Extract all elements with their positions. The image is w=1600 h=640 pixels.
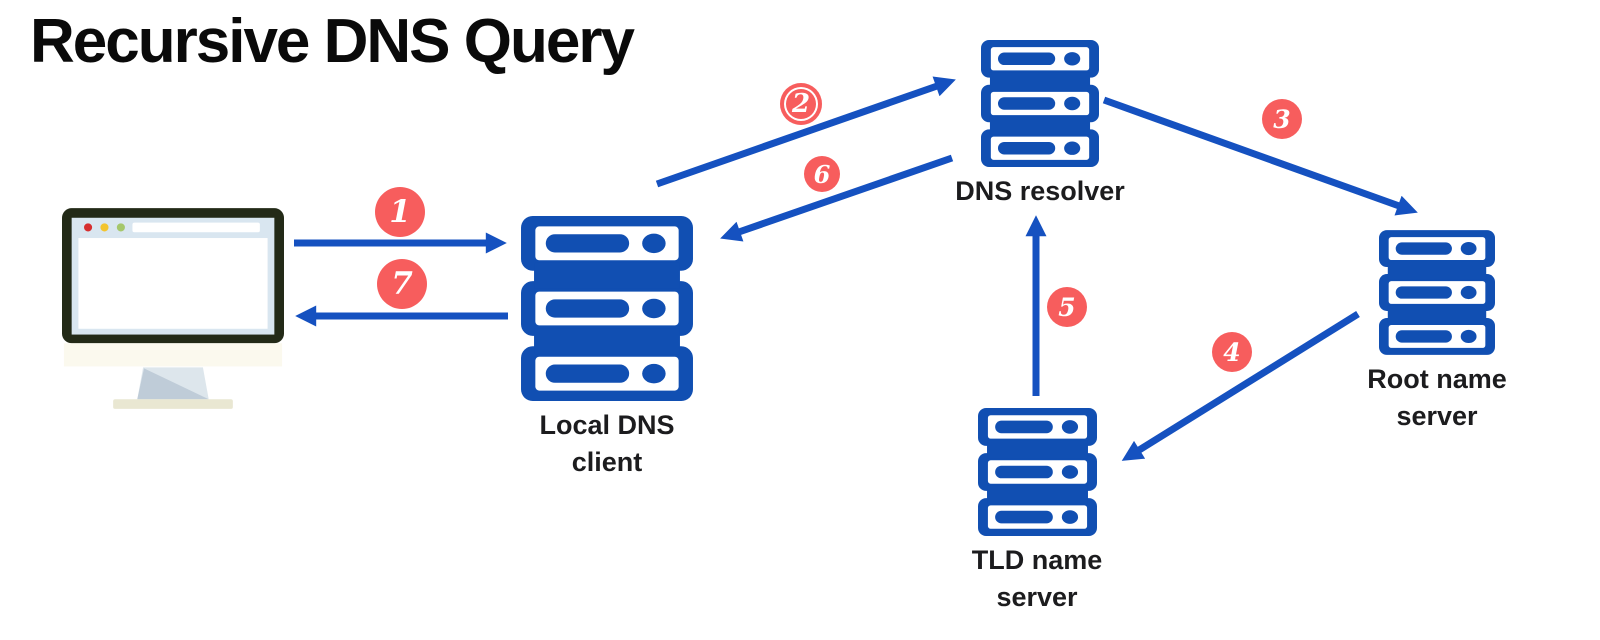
- server-stack-icon: [1379, 230, 1495, 355]
- server-stack-icon: [977, 408, 1097, 536]
- node-tld-name-server: TLD name server: [926, 408, 1148, 616]
- node-dns-resolver: DNS resolver: [928, 40, 1152, 210]
- step-badge-7: 7: [377, 259, 427, 309]
- arrow-step-6: [720, 154, 954, 242]
- arrow-step-4: [1121, 311, 1360, 461]
- computer-monitor-icon: [62, 208, 284, 409]
- node-client-computer: [62, 208, 284, 409]
- step-badge-4: 4: [1212, 332, 1252, 372]
- node-local-dns-client: Local DNS client: [494, 216, 720, 481]
- arrow-step-2: [655, 76, 956, 188]
- node-label-root-name-server: Root name server: [1367, 364, 1507, 431]
- step-badge-1: 1: [375, 187, 425, 237]
- node-label-dns-resolver: DNS resolver: [955, 176, 1125, 206]
- server-stack-icon: [981, 40, 1099, 167]
- step-badge-3: 3: [1262, 99, 1302, 139]
- node-root-name-server: Root name server: [1326, 230, 1548, 435]
- arrow-step-3: [1102, 96, 1418, 216]
- server-stack-icon: [521, 216, 693, 401]
- node-label-tld-name-server: TLD name server: [971, 545, 1103, 612]
- diagram-title: Recursive DNS Query: [30, 7, 635, 76]
- node-label-local-dns-client: Local DNS client: [539, 410, 675, 477]
- step-badge-6: 6: [804, 156, 840, 192]
- step-badge-5: 5: [1047, 287, 1087, 327]
- step-badge-2: 2: [780, 83, 822, 125]
